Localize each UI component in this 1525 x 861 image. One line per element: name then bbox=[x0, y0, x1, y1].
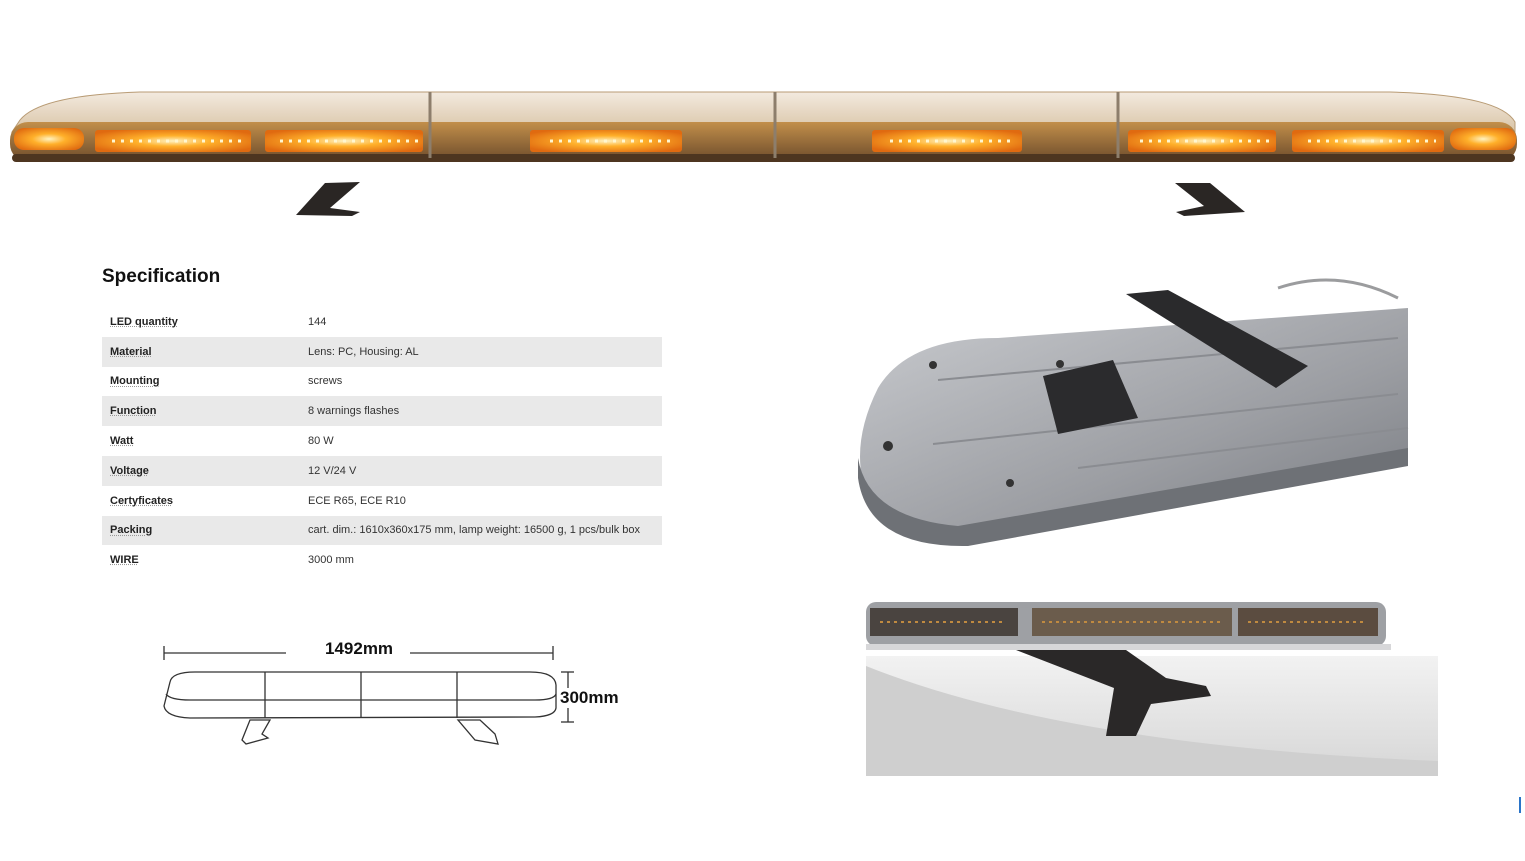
spec-label: Material bbox=[102, 336, 308, 367]
spec-label: Watt bbox=[110, 435, 134, 448]
spec-value: 144 bbox=[308, 315, 327, 328]
spec-value: 3000 mm bbox=[308, 554, 354, 567]
width-dimension-label: 1492mm bbox=[325, 639, 394, 658]
spec-label: LED quantity bbox=[110, 315, 178, 328]
spec-value: 80 W bbox=[308, 435, 334, 448]
specification-title: Specification bbox=[102, 266, 221, 287]
spec-row: WIRE 3000 mm bbox=[102, 545, 662, 575]
spec-value: cart. dim.: 1610x360x175 mm, lamp weight… bbox=[308, 515, 662, 546]
spec-label: Voltage bbox=[102, 455, 308, 486]
spec-value: 8 warnings flashes bbox=[308, 396, 662, 427]
lightbar-side-photo bbox=[866, 602, 1438, 776]
spec-row: Mounting screws bbox=[102, 367, 662, 397]
spec-label: Mounting bbox=[110, 375, 160, 388]
spec-value: Lens: PC, Housing: AL bbox=[308, 336, 662, 367]
spec-value: 12 V/24 V bbox=[308, 455, 662, 486]
dimension-drawing bbox=[163, 646, 574, 745]
spec-row: Certyficates ECE R65, ECE R10 bbox=[102, 486, 662, 516]
spec-row: LED quantity 144 bbox=[102, 307, 662, 337]
edge-marker bbox=[1519, 797, 1521, 813]
spec-value: ECE R65, ECE R10 bbox=[308, 494, 406, 507]
spec-row: Watt 80 W bbox=[102, 426, 662, 456]
spec-label: Function bbox=[102, 396, 308, 427]
spec-label: Packing bbox=[102, 515, 308, 546]
spec-value: screws bbox=[308, 375, 343, 388]
spec-label: WIRE bbox=[110, 554, 139, 567]
height-dimension-label: 300mm bbox=[560, 688, 619, 707]
lightbar-hero-photo bbox=[10, 91, 1517, 216]
spec-label: Certyficates bbox=[110, 494, 173, 507]
lightbar-underside-photo bbox=[858, 278, 1409, 547]
